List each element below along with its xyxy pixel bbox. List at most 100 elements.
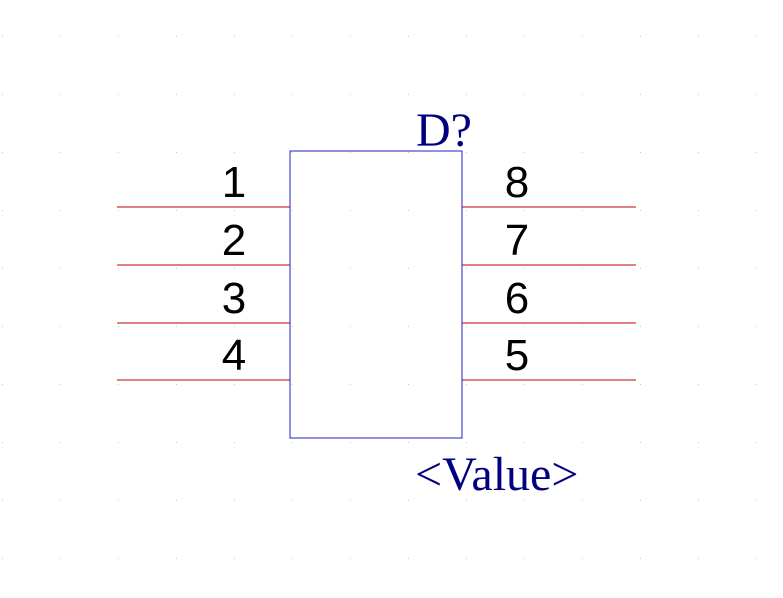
grid-dot [408,152,409,153]
grid-dot [2,152,3,153]
grid-dot [176,268,177,269]
grid-dot [118,268,119,269]
grid-dot [756,36,757,37]
grid-dot [582,558,583,559]
grid-dot [350,268,351,269]
grid-dot [176,500,177,501]
grid-dot [466,152,467,153]
grid-dot [756,442,757,443]
left-pin-group: 1 2 3 4 [117,158,290,381]
grid-dot [60,152,61,153]
right-pin-group: 8 7 6 5 [462,158,636,381]
grid-dot [118,384,119,385]
grid-dot [60,326,61,327]
grid-dot [176,94,177,95]
grid-dot [466,326,467,327]
grid-dot [118,152,119,153]
grid-dot [350,326,351,327]
pin-number-4: 4 [222,331,246,380]
grid-dot [408,558,409,559]
grid-dot [582,152,583,153]
grid-dot [350,152,351,153]
grid-dot [60,384,61,385]
grid-dot [524,36,525,37]
grid-dot [292,210,293,211]
grid-dot [640,94,641,95]
grid-dot [408,36,409,37]
grid-dot [234,268,235,269]
grid-dot [2,36,3,37]
grid-dot [292,268,293,269]
grid-dot [524,500,525,501]
grid-dot [2,558,3,559]
grid-dot [466,94,467,95]
grid-dot [640,384,641,385]
grid-dot [756,210,757,211]
pin-number-7: 7 [505,216,529,265]
grid-dot [60,94,61,95]
grid-dot [582,326,583,327]
grid-dot [176,210,177,211]
pin-number-2: 2 [222,216,246,265]
grid-dot [466,36,467,37]
grid-dot [292,384,293,385]
grid-dot [350,94,351,95]
grid-dot [292,94,293,95]
grid-dot [582,268,583,269]
pin-number-5: 5 [505,331,529,380]
grid-dot [234,384,235,385]
grid-dot [292,152,293,153]
grid-dot [176,384,177,385]
grid-dot [408,94,409,95]
grid-dot [60,558,61,559]
pin-number-3: 3 [222,274,246,323]
grid-dot [640,152,641,153]
grid-dot [350,210,351,211]
grid-dot [698,94,699,95]
grid-dot [408,326,409,327]
grid-dot [524,384,525,385]
grid-dot [698,152,699,153]
pin-number-1: 1 [222,158,246,207]
grid-dot [176,558,177,559]
grid-dot [408,210,409,211]
grid-dot [640,36,641,37]
grid-dot [582,94,583,95]
grid-dot [234,326,235,327]
grid-dot [234,36,235,37]
grid-dot [60,210,61,211]
grid-dot [524,442,525,443]
grid-dot [582,210,583,211]
grid-dot [640,558,641,559]
grid-dot [118,94,119,95]
grid-dot [582,500,583,501]
grid-dot [524,94,525,95]
designator-label[interactable]: D? [416,104,472,157]
grid-dot [524,268,525,269]
grid-dot [2,326,3,327]
grid-dot [640,326,641,327]
grid-dot [176,326,177,327]
grid-dot [582,384,583,385]
component-body[interactable] [289,150,463,439]
grid-dot [408,500,409,501]
grid-dot [292,500,293,501]
grid-dot [350,442,351,443]
grid-dot [466,500,467,501]
grid-dot [176,152,177,153]
grid-dot [350,384,351,385]
grid-dot [466,558,467,559]
value-label[interactable]: <Value> [415,448,578,501]
grid-dot [524,210,525,211]
grid-dot [60,36,61,37]
grid-dot [408,384,409,385]
grid-dot [118,36,119,37]
grid-dot [2,500,3,501]
grid-dot [524,558,525,559]
grid-dot [756,500,757,501]
grid-dot [698,500,699,501]
grid-dot [466,442,467,443]
grid-dot [292,558,293,559]
grid-dot [60,442,61,443]
